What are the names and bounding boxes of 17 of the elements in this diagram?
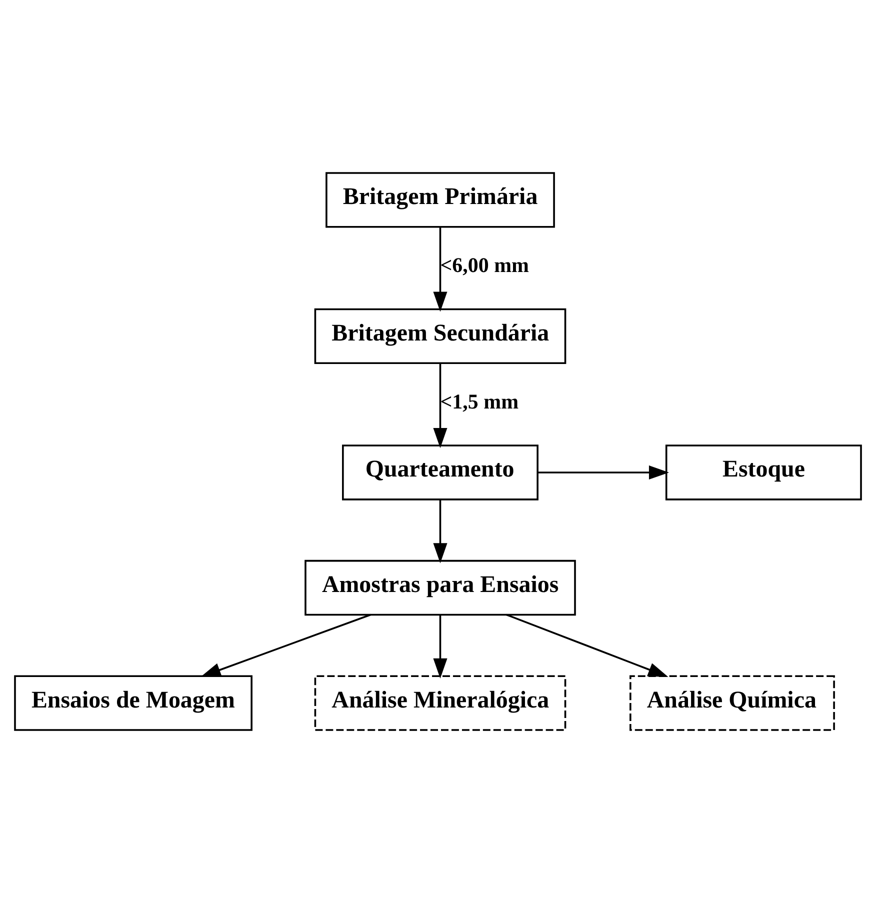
node-box: Ensaios de Moagem	[14, 675, 252, 731]
arrow	[432, 499, 447, 564]
node-box: Quarteamento	[342, 444, 538, 500]
node-box: Britagem Primária	[325, 172, 554, 228]
arrow	[432, 363, 447, 448]
node-box: Estoque	[664, 444, 862, 500]
node-box: Análise Química	[629, 675, 834, 731]
node-box: Amostras para Ensaios	[304, 560, 576, 616]
arrow	[200, 614, 370, 677]
edge-label: <1,5 mm	[440, 389, 518, 414]
edge-label: <6,00 mm	[440, 253, 529, 278]
node-box: Análise Mineralógica	[314, 675, 566, 731]
arrow	[506, 614, 668, 677]
arrow	[538, 465, 669, 480]
node-box: Britagem Secundária	[314, 308, 566, 364]
arrow	[432, 227, 447, 312]
arrow	[432, 614, 447, 678]
